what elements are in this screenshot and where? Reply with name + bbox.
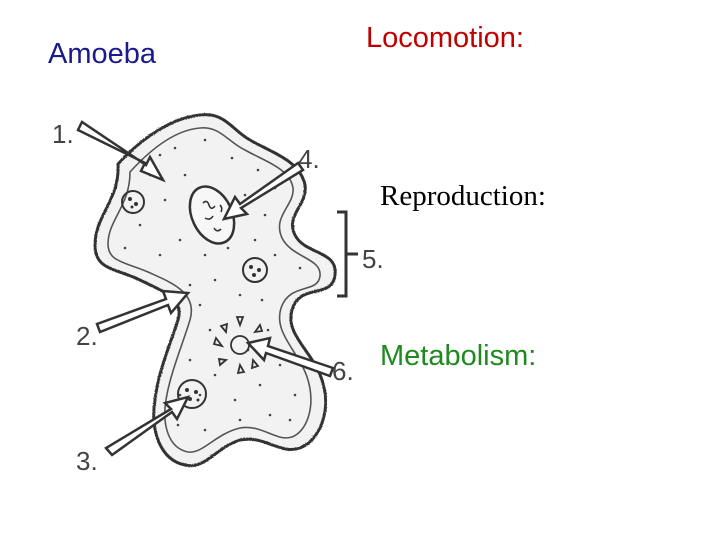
pointer-label-1: 1. <box>52 119 74 149</box>
pointer-arrow-4 <box>221 161 305 221</box>
pointer-arrow-3 <box>104 395 191 457</box>
bracket-5 <box>337 210 358 298</box>
food-vacuole <box>121 190 145 214</box>
pointer-label-5: 5. <box>362 244 384 274</box>
reproduction-heading: Reproduction: <box>380 180 546 212</box>
locomotion-heading: Locomotion: <box>366 22 524 54</box>
pointer-label-2: 2. <box>76 321 98 351</box>
pointer-arrow-2 <box>95 289 191 334</box>
pointer-label-3: 3. <box>76 446 98 476</box>
pointer-label-6: 6. <box>332 356 354 386</box>
pointer-label-4: 4. <box>298 144 320 174</box>
diagram-title: Amoeba <box>48 38 157 70</box>
pointer-arrow-6 <box>245 336 335 378</box>
cell-membrane-inner <box>107 127 321 453</box>
food-vacuole <box>177 379 207 409</box>
metabolism-heading: Metabolism: <box>380 340 537 372</box>
pointer-arrow-1 <box>76 120 166 183</box>
food-vacuole <box>242 257 268 283</box>
